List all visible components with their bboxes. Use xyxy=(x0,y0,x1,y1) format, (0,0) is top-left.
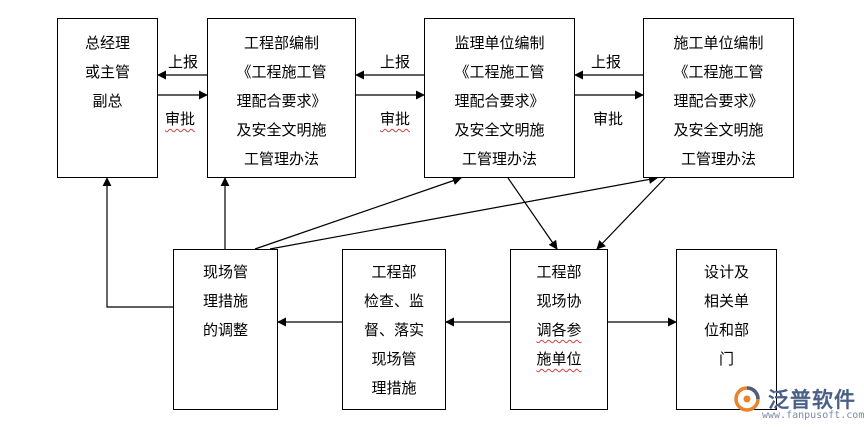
logo-name: 泛普软件 xyxy=(768,388,856,412)
eng-compile-text: 工程部编制 《工程施工管 理配合要求》 及安全文明施 工管理办法 xyxy=(236,34,327,168)
con-compile-box: 施工单位编制 《工程施工管 理配合要求》 及安全文明施 工管理办法 xyxy=(643,18,794,178)
arrow-adjust-to-con xyxy=(269,175,658,250)
sup-compile-text: 监理单位编制 《工程施工管 理配合要求》 及安全文明施 工管理办法 xyxy=(454,34,545,168)
sup-compile-box: 监理单位编制 《工程施工管 理配合要求》 及安全文明施 工管理办法 xyxy=(424,18,575,178)
inspect-text: 工程部 检查、监 督、落实 现场管 理措施 xyxy=(363,263,424,397)
report-label-2: 上报 xyxy=(380,53,411,71)
logo-url: www.fanpusoft.com xyxy=(762,410,864,421)
gm-box: 总经理 或主管 副总 xyxy=(57,18,158,178)
approve-label-2: 审批 xyxy=(380,110,411,128)
inspect-box: 工程部 检查、监 督、落实 现场管 理措施 xyxy=(342,249,446,410)
approve-label-3: 审批 xyxy=(593,110,624,128)
fanpu-logo: 泛普软件 www.fanpusoft.com xyxy=(732,384,864,428)
con-compile-text: 施工单位编制 《工程施工管 理配合要求》 及安全文明施 工管理办法 xyxy=(673,34,764,168)
coordinate-text: 工程部 现场协 调各参 施单位 xyxy=(536,263,582,368)
design-box: 设计及 相关单 位和部 门 xyxy=(676,249,777,410)
report-label-1: 上报 xyxy=(168,53,199,71)
adjust-text: 现场管 理措施 的调整 xyxy=(202,263,248,339)
approve-label-1: 审批 xyxy=(165,110,196,128)
arrow-con-to-coord xyxy=(596,177,666,250)
gm-text: 总经理 或主管 副总 xyxy=(84,34,130,110)
adjust-box: 现场管 理措施 的调整 xyxy=(173,249,278,410)
report-label-3: 上报 xyxy=(591,53,622,71)
design-text: 设计及 相关单 位和部 门 xyxy=(703,263,749,368)
fanpu-logo-icon xyxy=(734,386,760,412)
coordinate-box: 工程部 现场协 调各参 施单位 xyxy=(510,249,608,410)
arrow-adjust-to-sup xyxy=(254,176,462,250)
arrow-sup-to-coord xyxy=(507,177,558,250)
eng-compile-box: 工程部编制 《工程施工管 理配合要求》 及安全文明施 工管理办法 xyxy=(207,18,356,178)
arrow-adjust-to-gm xyxy=(102,177,173,308)
